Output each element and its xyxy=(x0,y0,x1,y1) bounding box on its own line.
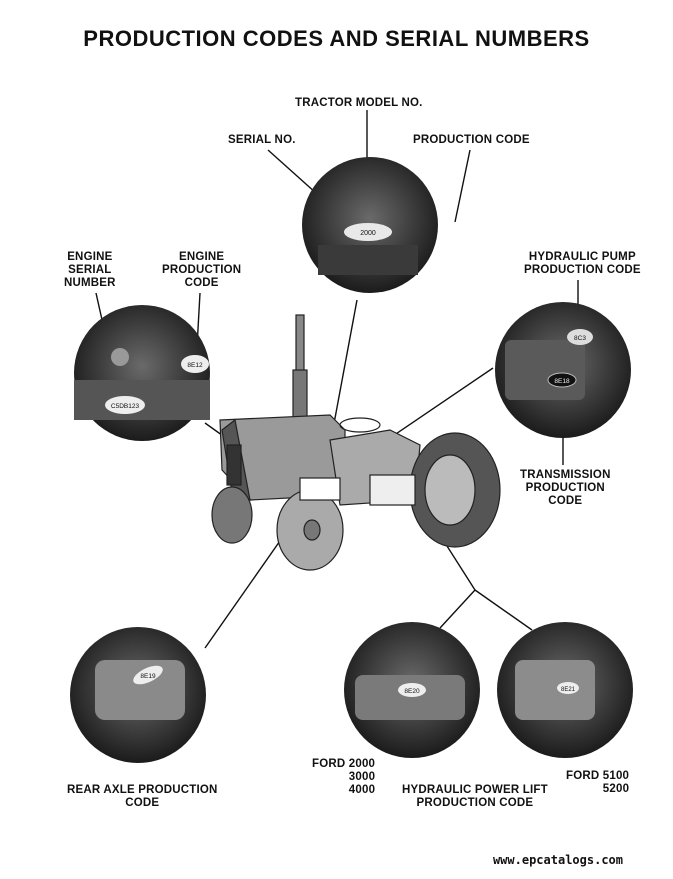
photo-inset-rear-axle: 8E19 xyxy=(70,627,206,763)
transmission-plate-text: 8E18 xyxy=(554,378,570,385)
photo-inset-hydraulic-pump: 8C3 8E18 xyxy=(495,302,631,438)
model-plate-text: 2000 xyxy=(360,230,376,237)
photo-inset-engine: C5DB123 8E12 xyxy=(74,305,210,441)
pump-plate-text: 8C3 xyxy=(574,335,586,342)
serial-no-label: SERIAL NO. xyxy=(228,134,296,146)
tractor-model-no-label: TRACTOR MODEL NO. xyxy=(295,97,423,109)
hydraulic-pump-production-code-label: HYDRAULIC PUMP PRODUCTION CODE xyxy=(524,251,641,276)
engine-serial-number-label: ENGINE SERIAL NUMBER xyxy=(64,251,116,289)
engine-production-code-label: ENGINE PRODUCTION CODE xyxy=(162,251,242,289)
ford-models-right-label: FORD 5100 5200 xyxy=(566,770,630,795)
engine-code-plate-text: 8E12 xyxy=(187,362,203,369)
rear-axle-production-code-label: REAR AXLE PRODUCTION CODE xyxy=(67,784,218,809)
page-title: PRODUCTION CODES AND SERIAL NUMBERS xyxy=(83,26,590,51)
hydraulic-power-lift-production-code-label: HYDRAULIC POWER LIFT PRODUCTION CODE xyxy=(402,784,548,809)
lift-left-plate-text: 8E20 xyxy=(404,688,420,695)
photo-inset-lift-left: 8E20 xyxy=(344,622,480,758)
production-code-label: PRODUCTION CODE xyxy=(413,134,530,146)
transmission-production-code-label: TRANSMISSION PRODUCTION CODE xyxy=(520,469,611,507)
tractor-illustration xyxy=(211,314,501,571)
lift-right-plate-text: 8E21 xyxy=(561,687,576,693)
photo-inset-lift-right: 8E21 xyxy=(497,622,633,758)
ford-models-left-label: FORD 2000 3000 4000 xyxy=(312,758,376,796)
engine-serial-plate-text: C5DB123 xyxy=(111,403,140,410)
footer-url[interactable]: www.epcatalogs.com xyxy=(492,853,623,867)
photo-inset-tractor-model: 2000 xyxy=(302,157,438,293)
axle-plate-text: 8E19 xyxy=(140,673,156,680)
